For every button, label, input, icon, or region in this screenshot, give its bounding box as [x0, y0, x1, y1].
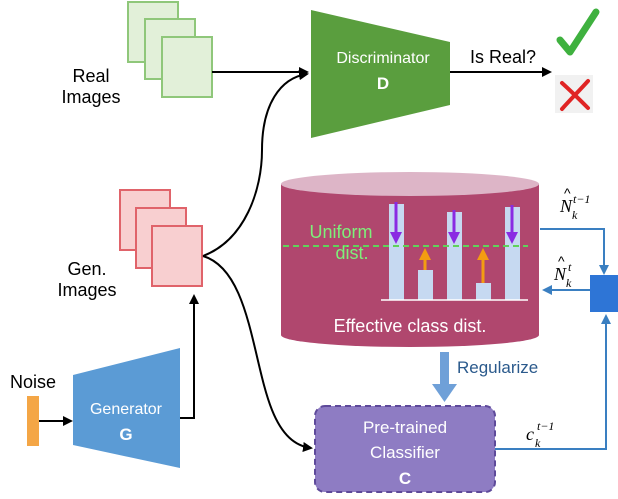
svg-text:k: k: [566, 276, 572, 290]
gen-images-label-line2: Images: [57, 280, 116, 300]
regularize-arrow-head: [432, 384, 457, 402]
class-bar-4: [476, 283, 491, 300]
generator-label: Generator: [90, 401, 163, 418]
classifier-label-line1: Pre-trained: [363, 418, 447, 437]
discriminator-block: [311, 10, 450, 138]
down-arrows: [390, 202, 518, 244]
regularize-arrow-shaft: [440, 352, 449, 386]
svg-text:N: N: [559, 196, 573, 216]
real-images-stack: [127, 1, 213, 98]
svg-text:^: ^: [558, 253, 565, 269]
noise-bar: [27, 396, 39, 446]
gen-to-classifier-arrow: [202, 255, 313, 452]
n-hat-prev-label: N k t−1 ^: [559, 185, 590, 222]
real-images-label-line1: Real: [72, 66, 109, 86]
regularize-label: Regularize: [457, 358, 538, 377]
update-box: [590, 275, 618, 312]
cross-icon: [560, 79, 590, 111]
svg-text:k: k: [535, 436, 541, 450]
classifier-to-box-line: [495, 314, 611, 450]
svg-text:c: c: [526, 424, 534, 444]
class-bar-2: [418, 270, 433, 300]
svg-text:t−1: t−1: [573, 192, 590, 206]
svg-text:k: k: [572, 208, 578, 222]
generator-block: [73, 348, 180, 468]
is-real-label: Is Real?: [470, 47, 536, 67]
svg-text:N: N: [553, 264, 567, 284]
classifier-block: [314, 405, 496, 493]
gen-images-label-line1: Gen.: [67, 259, 106, 279]
prev-dist-to-box-line: [540, 228, 609, 275]
uniform-label-line2: dist.: [335, 243, 368, 263]
up-arrows: [419, 248, 489, 283]
svg-text:^: ^: [564, 185, 571, 201]
effective-class-cylinder: [281, 172, 539, 347]
svg-text:t−1: t−1: [537, 419, 554, 433]
generator-symbol: G: [119, 425, 132, 444]
gen-to-discriminator-arrow: [202, 70, 309, 257]
gen-images-stack: [119, 189, 203, 287]
noise-label: Noise: [10, 372, 56, 392]
class-bar-1: [389, 204, 404, 300]
generator-to-gen-images-arrow: [180, 294, 199, 419]
classifier-symbol: C: [399, 469, 411, 488]
discriminator-label: Discriminator: [336, 50, 430, 67]
n-hat-current-label: N k t ^: [553, 253, 572, 290]
effective-class-dist-label: Effective class dist.: [334, 316, 487, 336]
uniform-label-line1: Uniform: [309, 222, 372, 242]
discriminator-symbol: D: [377, 74, 389, 93]
classifier-output-label: c k t−1: [526, 419, 554, 450]
classifier-label-line2: Classifier: [370, 443, 440, 462]
class-bar-5: [505, 207, 520, 300]
svg-text:t: t: [568, 260, 572, 274]
real-images-label-line2: Images: [61, 87, 120, 107]
check-icon: [556, 8, 600, 56]
